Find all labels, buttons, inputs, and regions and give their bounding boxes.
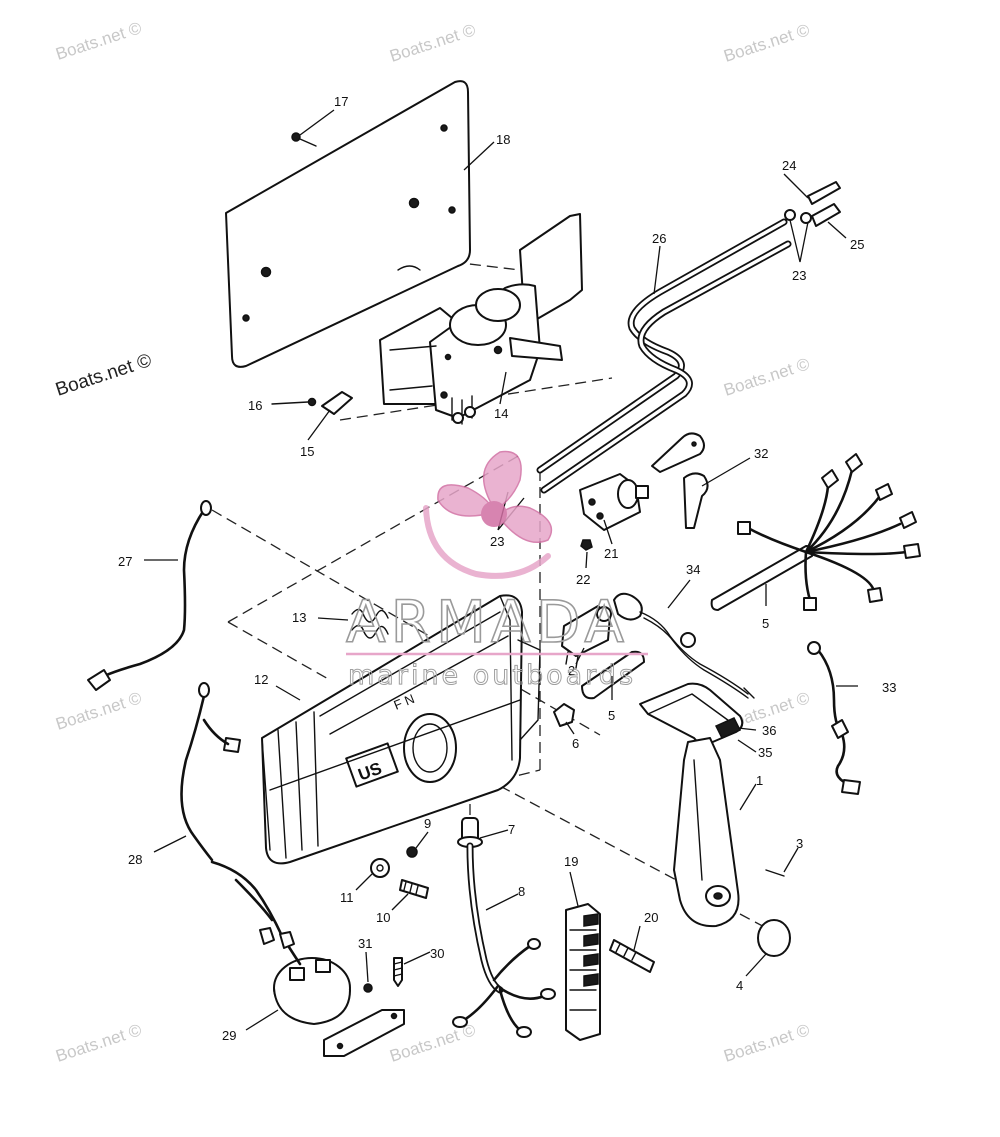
throttle-cable[interactable] xyxy=(536,218,792,494)
warning-horn[interactable] xyxy=(210,860,405,1057)
logo-wordmark: ARMADA xyxy=(346,588,629,656)
cable-end-25[interactable] xyxy=(811,203,841,227)
screw-30[interactable] xyxy=(393,957,403,987)
nut-22[interactable] xyxy=(580,539,593,551)
grommet-7[interactable] xyxy=(457,817,483,848)
callout-2: 2 xyxy=(568,663,575,678)
callout-21: 21 xyxy=(604,546,618,561)
sleeve-5[interactable] xyxy=(581,650,645,700)
callout-31: 31 xyxy=(358,936,372,951)
mounting-panel[interactable] xyxy=(225,80,471,368)
leader-lines xyxy=(144,109,858,1031)
callout-28: 28 xyxy=(128,852,142,867)
cap-4[interactable] xyxy=(757,919,791,957)
callout-19: 19 xyxy=(564,854,578,869)
callout-10: 10 xyxy=(376,910,390,925)
callout-3: 3 xyxy=(796,836,803,851)
nut-16[interactable] xyxy=(271,397,317,407)
watermark-text: Boats.net © xyxy=(387,20,478,66)
washer-23-top[interactable] xyxy=(784,209,812,224)
watermark-text: Boats.net © xyxy=(53,1020,144,1066)
wire-harness[interactable] xyxy=(710,453,921,611)
watermark-text: Boats.net © xyxy=(721,20,812,66)
callout-26: 26 xyxy=(652,231,666,246)
callout-7: 7 xyxy=(508,822,515,837)
nut-6[interactable] xyxy=(553,703,575,727)
propeller-icon xyxy=(423,450,553,579)
spring-clip-13[interactable] xyxy=(351,608,389,639)
watermark-text: Boats.net © xyxy=(53,688,144,734)
callout-32: 32 xyxy=(754,446,768,461)
cable-end-24[interactable] xyxy=(807,181,841,205)
callout-labels: 17 18 24 25 23 26 14 16 15 32 21 22 23 2… xyxy=(118,94,896,1043)
armada-logo: ARMADA marine outboards xyxy=(345,450,648,692)
callout-15: 15 xyxy=(300,444,314,459)
wire-lead-28[interactable] xyxy=(180,682,241,862)
callout-23-mid: 23 xyxy=(490,534,504,549)
shift-marks: F N xyxy=(392,691,417,713)
callout-5-sleeve: 5 xyxy=(608,708,615,723)
callout-36: 36 xyxy=(762,723,776,738)
callout-18: 18 xyxy=(496,132,510,147)
watermark-text: Boats.net © xyxy=(721,354,812,400)
callout-20: 20 xyxy=(644,910,658,925)
callout-35: 35 xyxy=(758,745,772,760)
callout-23-top: 23 xyxy=(792,268,806,283)
callout-5-right: 5 xyxy=(762,616,769,631)
callout-25: 25 xyxy=(850,237,864,252)
control-mechanism[interactable] xyxy=(379,213,583,425)
ignition-keys[interactable] xyxy=(651,432,709,529)
pin-3[interactable] xyxy=(765,869,785,877)
logo-tagline: marine outboards xyxy=(348,660,636,691)
callout-33: 33 xyxy=(882,680,896,695)
callout-12: 12 xyxy=(254,672,268,687)
wire-lead-27[interactable] xyxy=(87,500,212,691)
callout-17: 17 xyxy=(334,94,348,109)
callout-13: 13 xyxy=(292,610,306,625)
watermark-text: Boats.net © xyxy=(53,18,144,64)
bolt-20[interactable] xyxy=(609,939,655,973)
screw-31[interactable] xyxy=(363,983,373,993)
callout-14: 14 xyxy=(494,406,508,421)
callout-22: 22 xyxy=(576,572,590,587)
callout-11: 11 xyxy=(340,890,354,905)
callout-9: 9 xyxy=(424,816,431,831)
terminal-block-19[interactable] xyxy=(565,903,601,1041)
callout-4: 4 xyxy=(736,978,743,993)
watermark-text: Boats.net © xyxy=(387,1020,478,1066)
ignition-switch[interactable] xyxy=(579,473,649,531)
callout-1: 1 xyxy=(756,773,763,788)
callout-24: 24 xyxy=(782,158,796,173)
screw-17[interactable] xyxy=(291,132,317,147)
washer-11[interactable] xyxy=(370,858,390,878)
watermark-text: Boats.net © xyxy=(53,350,154,401)
callout-16: 16 xyxy=(248,398,262,413)
wire-harness-8[interactable] xyxy=(452,842,556,1038)
wire-lead-33[interactable] xyxy=(807,641,861,795)
callout-6: 6 xyxy=(572,736,579,751)
control-housing[interactable]: US F N xyxy=(261,594,541,865)
callout-29: 29 xyxy=(222,1028,236,1043)
callout-30: 30 xyxy=(430,946,444,961)
callout-27: 27 xyxy=(118,554,132,569)
bolt-10[interactable] xyxy=(399,879,429,899)
screw-9[interactable] xyxy=(406,846,418,858)
callout-8: 8 xyxy=(518,884,525,899)
callout-34: 34 xyxy=(686,562,700,577)
watermark-text: Boats.net © xyxy=(721,1020,812,1066)
control-lever[interactable] xyxy=(639,682,744,928)
lanyard[interactable] xyxy=(613,592,755,699)
bracket-15[interactable] xyxy=(321,391,353,415)
